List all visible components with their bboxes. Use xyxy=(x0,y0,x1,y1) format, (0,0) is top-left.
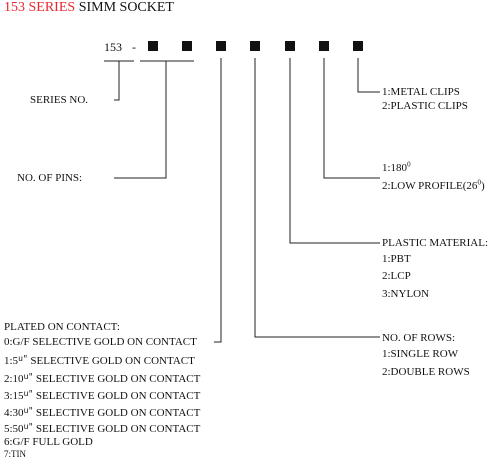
code-box-7 xyxy=(353,41,363,51)
part-dash: - xyxy=(132,40,136,54)
title-product: SIMM SOCKET xyxy=(78,0,174,15)
plating-option-4: 4:30u" SELECTIVE GOLD ON CONTACT xyxy=(4,407,201,419)
code-box-1 xyxy=(148,41,158,51)
plating-option-5: 5:50u" SELECTIVE GOLD ON CONTACT xyxy=(4,423,201,435)
plating-option-1: 1:5u" SELECTIVE GOLD ON CONTACT xyxy=(4,355,195,367)
material-option-1: 1:PBT xyxy=(382,253,411,265)
plating-option-3: 3:15u" SELECTIVE GOLD ON CONTACT xyxy=(4,390,201,402)
rows-label: NO. OF ROWS: xyxy=(382,332,456,344)
material-option-3: 3:NYLON xyxy=(382,288,430,300)
rows-option-1: 1:SINGLE ROW xyxy=(382,348,459,360)
clips-option-1: 1:METAL CLIPS xyxy=(382,86,460,98)
code-box-3 xyxy=(216,41,226,51)
plating-option-2: 2:10u" SELECTIVE GOLD ON CONTACT xyxy=(4,373,201,385)
code-box-5 xyxy=(285,41,295,51)
rows-option-2: 2:DOUBLE ROWS xyxy=(382,366,470,378)
series-label: SERIES NO. xyxy=(30,94,89,106)
profile-option-1: 1:1800 xyxy=(382,160,411,174)
part-prefix: 153 xyxy=(104,40,122,54)
title-series: 153 SERIES xyxy=(4,0,76,15)
profile-option-2: 2:LOW PROFILE(260) xyxy=(382,178,485,192)
material-label: PLASTIC MATERIAL: xyxy=(382,237,489,249)
plating-option-0: 0:G/F SELECTIVE GOLD ON CONTACT xyxy=(4,336,197,348)
diagram-title: 153 SERIES SIMM SOCKET xyxy=(4,0,174,16)
code-box-4 xyxy=(250,41,260,51)
clips-option-2: 2:PLASTIC CLIPS xyxy=(382,100,468,112)
pins-label: NO. OF PINS: xyxy=(17,172,83,184)
plating-option-6: 6:G/F FULL GOLD xyxy=(4,436,93,448)
plating-option-7: 7:TIN xyxy=(4,449,26,459)
code-box-6 xyxy=(319,41,329,51)
plating-label: PLATED ON CONTACT: xyxy=(4,321,120,333)
code-box-2 xyxy=(182,41,192,51)
material-option-2: 2:LCP xyxy=(382,270,411,282)
